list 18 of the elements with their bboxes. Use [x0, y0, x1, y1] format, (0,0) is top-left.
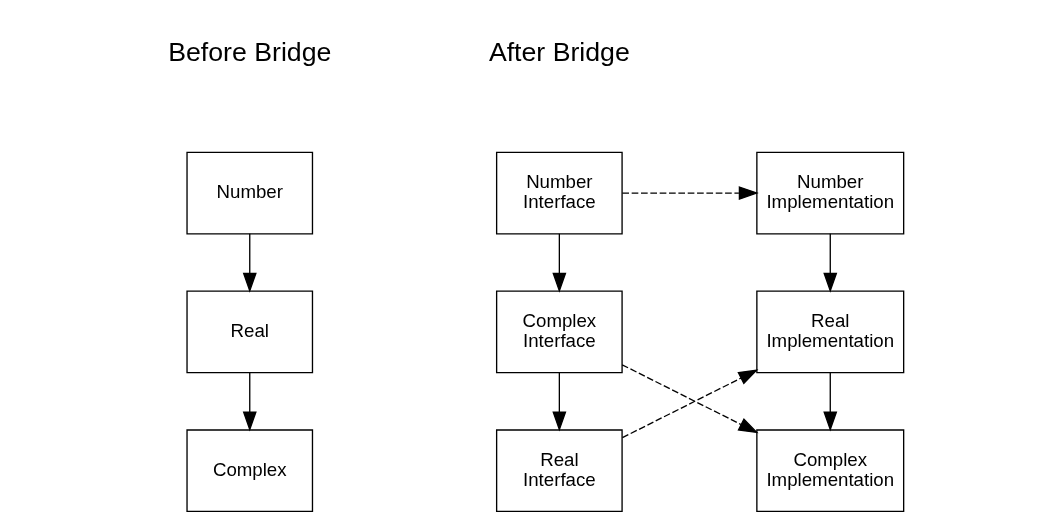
node-box: Real Implementation [756, 290, 905, 374]
arrow [823, 233, 838, 293]
arrow [242, 371, 257, 432]
node-box: Number [186, 151, 314, 235]
node-box: Number Implementation [756, 151, 905, 235]
node-box: Real Interface [495, 429, 623, 513]
arrow [242, 233, 257, 293]
node-box: Complex Interface [495, 290, 623, 374]
node-box: Complex [186, 429, 314, 513]
node-box: Complex Implementation [756, 429, 905, 513]
arrow [823, 371, 838, 432]
label: Before Bridge [168, 36, 332, 67]
node-box: Number Interface [495, 151, 623, 235]
arrow [552, 233, 567, 293]
arrow [621, 186, 759, 201]
arrow [552, 371, 567, 432]
label: After Bridge [488, 36, 630, 67]
node-box: Real [186, 290, 314, 374]
